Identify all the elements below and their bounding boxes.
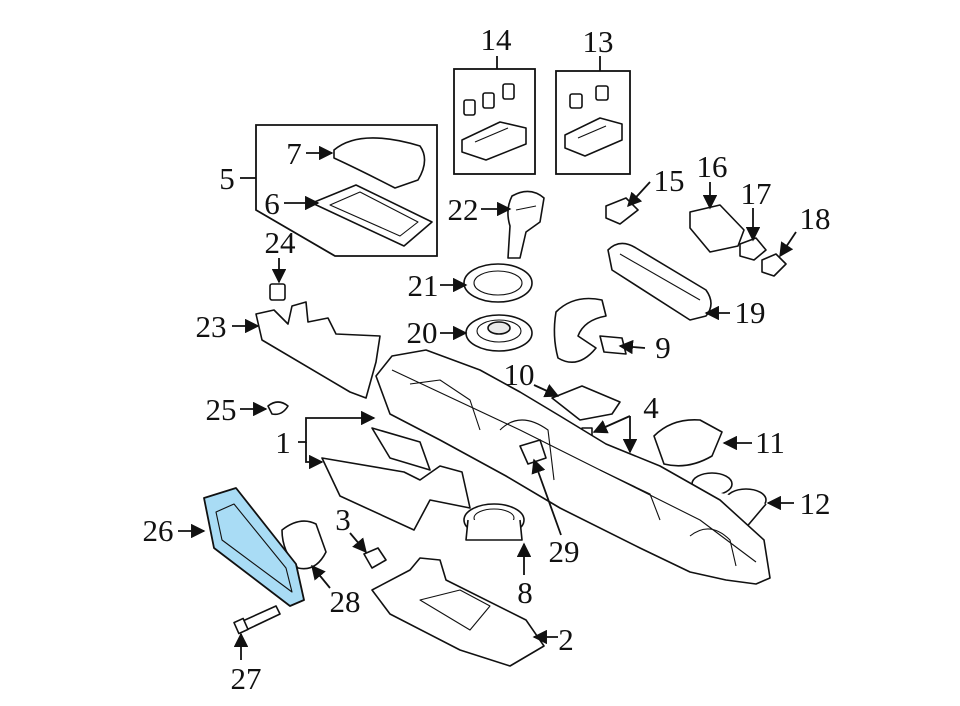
callout-22: 22 <box>448 192 479 227</box>
part-18-drawing <box>761 253 787 277</box>
callout-18: 18 <box>800 201 831 236</box>
callout-13: 13 <box>583 24 614 59</box>
part-25-drawing <box>267 401 289 416</box>
callout-9: 9 <box>655 330 671 365</box>
part-20-drawing <box>465 314 533 352</box>
callout-27: 27 <box>231 661 262 696</box>
part-1b-drawing <box>321 457 471 531</box>
callout-26: 26 <box>143 513 174 548</box>
part-14-box <box>453 68 536 175</box>
part-14-group <box>453 56 536 175</box>
callout-10: 10 <box>504 357 535 392</box>
callout-8: 8 <box>517 575 533 610</box>
part-29-drawing <box>519 439 547 465</box>
callout-17: 17 <box>741 176 772 211</box>
part-5-group <box>240 124 438 257</box>
part-6-drawing <box>311 184 433 247</box>
callout-4: 4 <box>643 390 659 425</box>
part-26-highlighted <box>203 487 305 607</box>
part-13-box <box>555 70 631 175</box>
part-13-group <box>555 56 631 175</box>
callout-labels: 1 2 3 4 5 6 7 8 9 10 11 12 13 14 15 16 1… <box>143 22 831 696</box>
callout-23: 23 <box>196 309 227 344</box>
callout-7: 7 <box>286 136 302 171</box>
callout-25: 25 <box>206 392 237 427</box>
callout-11: 11 <box>755 425 785 460</box>
part-27-drawing <box>233 605 281 635</box>
part-3-drawing <box>363 547 387 569</box>
callout-24: 24 <box>265 225 297 260</box>
part-19-drawing <box>607 242 712 321</box>
callout-16: 16 <box>697 149 728 184</box>
part-13-drawing <box>564 85 623 157</box>
part-14-drawing <box>461 83 527 161</box>
part-16-drawing <box>689 204 745 253</box>
callout-28: 28 <box>330 584 361 619</box>
callout-12: 12 <box>800 486 831 521</box>
part-11-drawing <box>653 419 723 467</box>
part-15-drawing <box>605 197 639 225</box>
part-5-box <box>255 124 438 257</box>
callout-3: 3 <box>335 502 351 537</box>
callout-15: 15 <box>654 163 685 198</box>
callout-1: 1 <box>275 425 291 460</box>
part-9-drawing <box>553 297 607 364</box>
callout-19: 19 <box>735 295 766 330</box>
part-22-drawing <box>507 190 545 259</box>
part-17-drawing <box>739 237 767 261</box>
callout-6: 6 <box>264 186 280 221</box>
part-21-drawing <box>463 263 533 303</box>
callout-14: 14 <box>481 22 513 57</box>
callout-2: 2 <box>558 622 574 657</box>
part-2-drawing <box>371 557 545 667</box>
part-1-drawing <box>375 349 771 585</box>
part-8-drawing <box>463 503 525 541</box>
part-10-drawing <box>551 385 621 421</box>
callout-5: 5 <box>219 161 235 196</box>
callout-21: 21 <box>408 268 439 303</box>
callout-29: 29 <box>549 534 580 569</box>
part-24-drawing <box>269 283 286 301</box>
part-23-drawing <box>255 301 381 399</box>
part-7-drawing <box>333 137 426 189</box>
leader-lines <box>178 145 797 660</box>
callout-20: 20 <box>407 315 438 350</box>
